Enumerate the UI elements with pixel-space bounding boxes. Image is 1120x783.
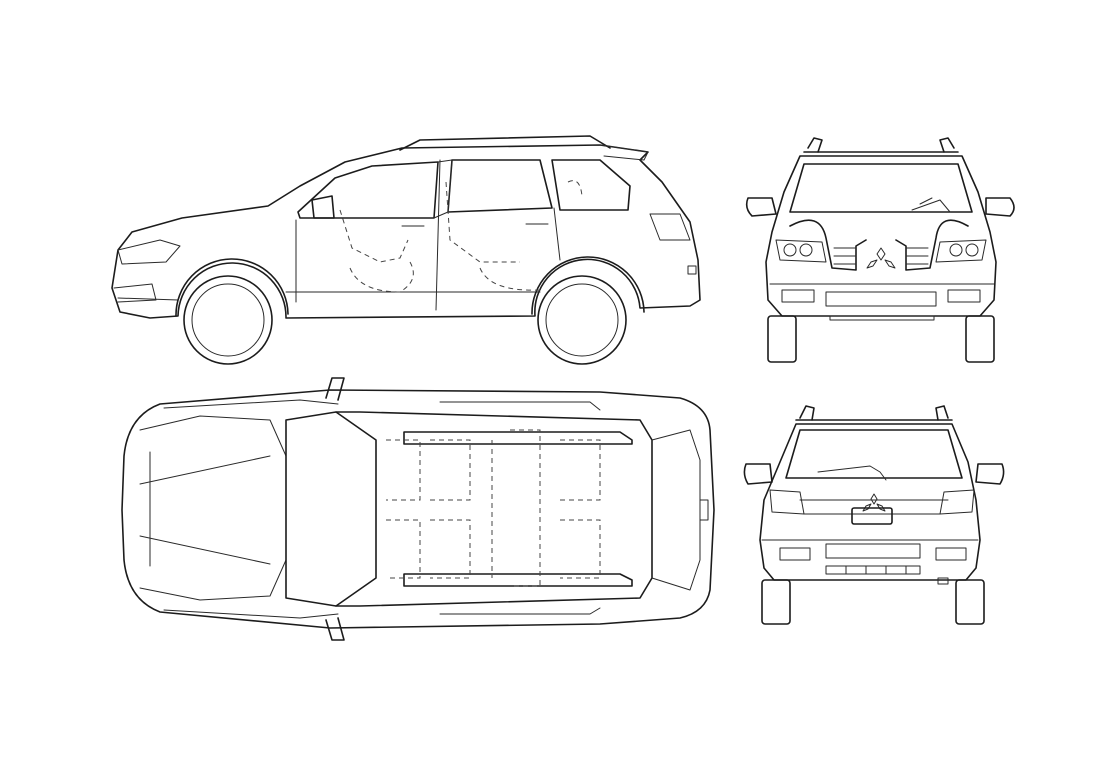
top-view	[121, 377, 715, 641]
rear-view	[743, 405, 1005, 625]
front-view	[745, 137, 1015, 363]
side-view	[111, 135, 701, 365]
three-diamond-emblem-icon	[866, 247, 896, 269]
